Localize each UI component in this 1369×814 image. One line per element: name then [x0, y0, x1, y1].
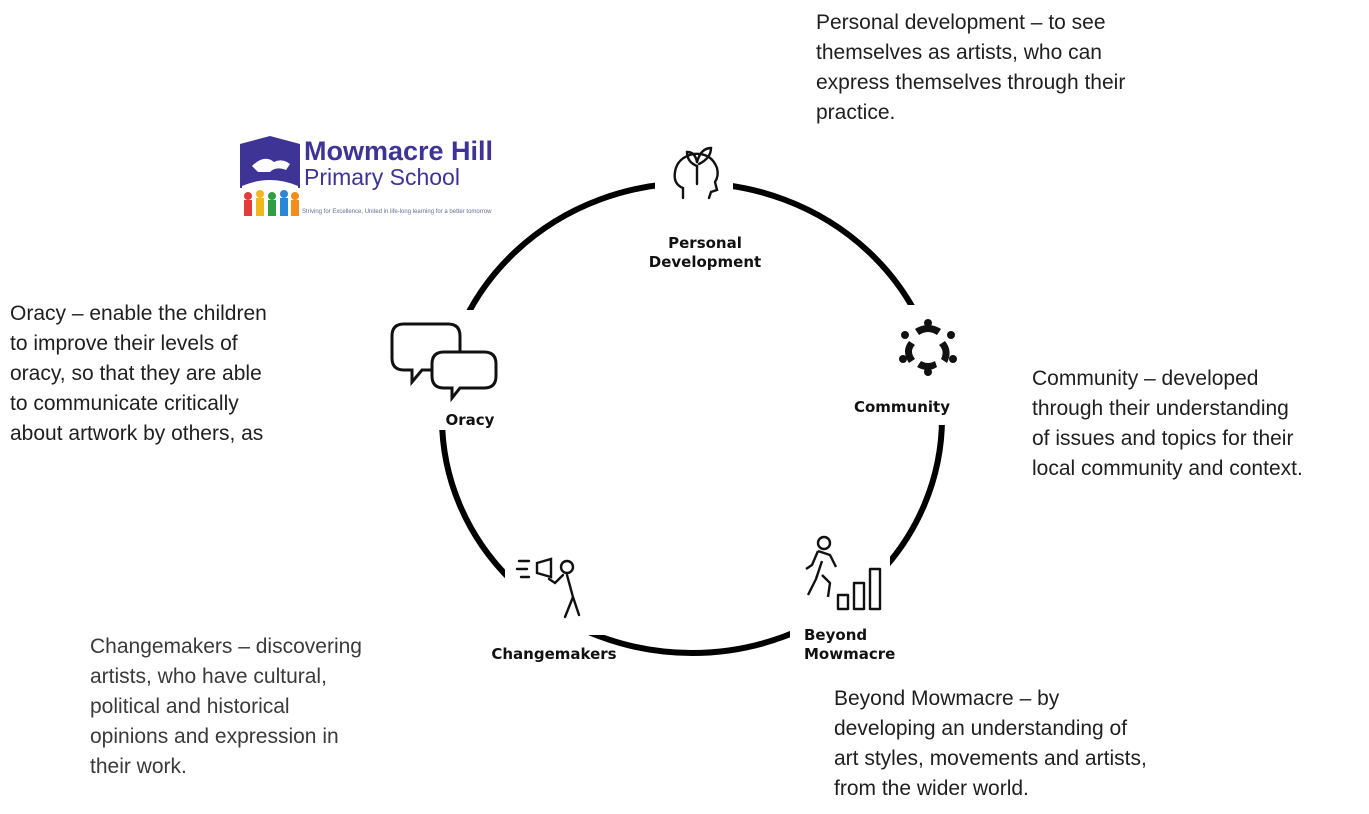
school-crest-icon	[240, 136, 300, 216]
node-label-personal-development: Personal Development	[648, 234, 762, 271]
description-line: from the wider world.	[834, 777, 1029, 800]
description-line: practice.	[816, 101, 896, 124]
description-line: political and historical	[90, 695, 290, 718]
description-line: of issues and topics for their	[1032, 427, 1294, 450]
description-line: Changemakers – discovering	[90, 635, 362, 658]
description-line: through their understanding	[1032, 397, 1289, 420]
speech-bubbles-icon	[390, 322, 498, 402]
head-sprout-icon	[673, 146, 719, 200]
description-line: developing an understanding of	[834, 717, 1128, 740]
description-beyond-mowmacre: Beyond Mowmacre – by developing an under…	[834, 684, 1194, 804]
node-label-beyond-mowmacre: Beyond Mowmacre	[804, 626, 896, 663]
description-line: their work.	[90, 755, 187, 778]
school-logo: Mowmacre Hill Primary School Striving fo…	[240, 136, 505, 224]
description-line: to improve their levels of	[10, 332, 238, 355]
description-line: to communicate critically	[10, 392, 239, 415]
people-circle-icon	[899, 319, 957, 376]
description-community: Community – developed through their unde…	[1032, 364, 1366, 484]
description-line: express themselves through their	[816, 71, 1126, 94]
description-line: art styles, movements and artists,	[834, 747, 1147, 770]
node-label-community: Community	[853, 398, 951, 416]
node-label-changemakers: Changemakers	[491, 645, 617, 663]
description-line: Personal development – to see	[816, 11, 1106, 34]
description-changemakers: Changemakers – discovering artists, who …	[90, 632, 410, 782]
description-line: themselves as artists, who can	[816, 41, 1102, 64]
description-personal-development: Personal development – to see themselves…	[816, 8, 1196, 128]
description-line: Oracy – enable the children	[10, 302, 267, 325]
logo-school-name: Mowmacre Hill	[304, 136, 494, 166]
logo-tagline: Striving for Excellence, United in life-…	[302, 209, 492, 215]
description-oracy: Oracy – enable the children to improve t…	[10, 299, 330, 449]
description-line: Community – developed	[1032, 367, 1259, 390]
description-line: artists, who have cultural,	[90, 665, 327, 688]
megaphone-person-icon	[515, 557, 581, 619]
node-label-oracy: Oracy	[445, 411, 495, 429]
description-line: local community and context.	[1032, 457, 1303, 480]
description-line: oracy, so that they are able	[10, 362, 262, 385]
description-line: about artwork by others, as	[10, 422, 264, 445]
description-line: opinions and expression in	[90, 725, 339, 748]
climbing-steps-icon	[805, 535, 882, 611]
description-line: Beyond Mowmacre – by	[834, 687, 1060, 710]
logo-school-subtitle: Primary School	[304, 164, 460, 190]
